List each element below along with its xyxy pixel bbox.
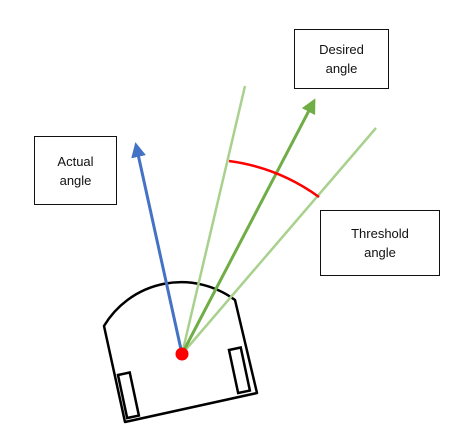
pivot-point bbox=[175, 347, 189, 361]
threshold-angle-label: Threshold angle bbox=[320, 210, 440, 276]
right-wheel bbox=[227, 346, 252, 395]
threshold-angle-label-line2: angle bbox=[364, 245, 396, 260]
actual-angle-arrow bbox=[131, 142, 184, 355]
robot-body bbox=[102, 280, 259, 424]
desired-angle-label: Desired angle bbox=[294, 29, 389, 89]
threshold-angle-label-line1: Threshold bbox=[351, 226, 409, 241]
desired-angle-label-line1: Desired bbox=[319, 42, 364, 57]
actual-angle-label-line2: angle bbox=[59, 172, 92, 188]
threshold-line-right bbox=[181, 127, 377, 355]
desired-angle-arrow bbox=[180, 98, 316, 355]
robot-outline bbox=[102, 280, 259, 424]
threshold-line-left bbox=[180, 85, 247, 355]
desired-angle-label-line2: angle bbox=[325, 61, 358, 76]
actual-angle-label-line1: Actual bbox=[57, 153, 94, 169]
left-wheel bbox=[116, 371, 141, 420]
actual-angle-label: Actual angle bbox=[34, 136, 117, 205]
threshold-arc bbox=[228, 159, 320, 199]
